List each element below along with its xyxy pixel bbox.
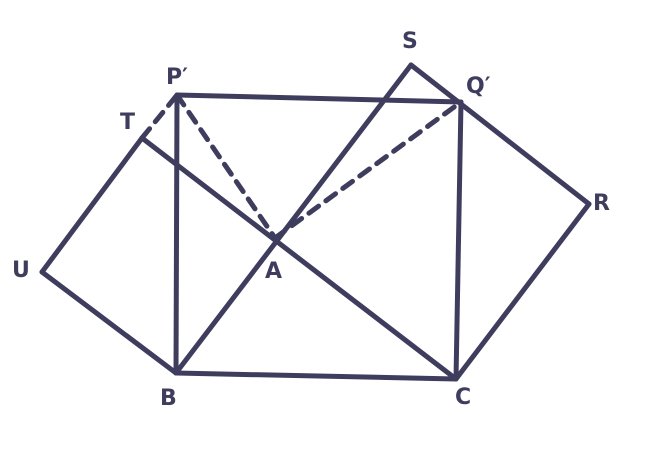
solid-segments [39, 62, 592, 382]
label-q-prime: Q′ [466, 74, 491, 99]
label-s: S [402, 29, 418, 54]
dashed-segment-t-p-prime [139, 92, 180, 141]
segment-q-prime-c [453, 99, 464, 382]
segment-s-r [408, 62, 592, 207]
dashed-segment-a-q-prime [272, 99, 464, 241]
label-r: R [593, 191, 610, 216]
segment-b-s [173, 62, 414, 376]
label-t: T [120, 110, 135, 135]
segment-p-prime-b [173, 92, 180, 376]
segment-b-c [173, 370, 459, 382]
dashed-segments [139, 92, 464, 241]
segment-p-prime-q-prime [174, 92, 464, 105]
segment-r-c [453, 201, 592, 382]
label-b: B [160, 386, 177, 411]
segment-u-b [39, 269, 179, 376]
label-c: C [455, 385, 471, 410]
label-u: U [12, 258, 30, 283]
dashed-segment-p-prime-a [174, 92, 278, 241]
label-p-prime: P′ [166, 65, 188, 90]
segment-t-u [39, 135, 145, 275]
label-a: A [265, 259, 282, 284]
segment-t-c [139, 135, 459, 382]
point-labels: P′ Q′ B C A T U S R [12, 29, 610, 411]
